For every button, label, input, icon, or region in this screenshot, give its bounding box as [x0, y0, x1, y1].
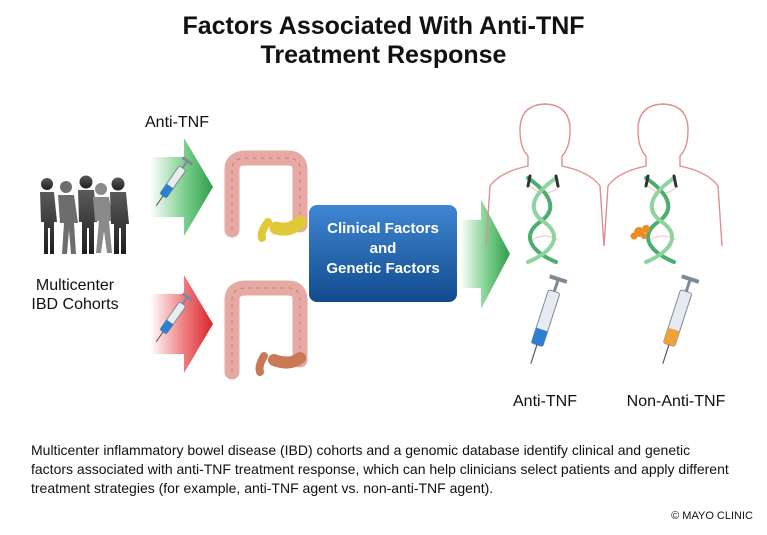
syringe-anti-tnf-icon — [530, 274, 568, 364]
nonresponse-arrow-red — [150, 275, 213, 373]
figure-caption: Multicenter inflammatory bowel disease (… — [31, 442, 729, 496]
dna-icon-right — [644, 174, 678, 264]
inflammation-spot-icon — [630, 225, 650, 240]
response-arrow-green — [150, 138, 213, 236]
top-arrow-label: Anti-TNF — [145, 114, 209, 131]
center-box-line-3: Genetic Factors — [326, 260, 440, 277]
title-line-2: Treatment Response — [260, 41, 507, 69]
syringe-icon-top — [155, 156, 194, 206]
center-box-line-2: and — [369, 240, 397, 257]
syringe-icon-bottom — [155, 292, 194, 342]
dna-icon-left — [526, 174, 560, 264]
outcome-non-anti-tnf-label: Non-Anti-TNF — [626, 393, 726, 410]
colon-responder-icon — [224, 150, 308, 242]
output-arrow-green — [460, 199, 510, 309]
cohorts-label: Multicenter IBD Cohorts — [20, 276, 130, 314]
title-line-1: Factors Associated With Anti-TNF — [182, 12, 585, 40]
patient-torso-nonresponder-icon — [603, 103, 723, 264]
center-box-line-1: Clinical Factors — [327, 220, 439, 237]
center-factors-box — [309, 205, 457, 302]
cohorts-label-line-1: Multicenter — [35, 277, 115, 294]
copyright-notice: © MAYO CLINIC — [671, 510, 753, 522]
syringe-non-anti-tnf-icon — [662, 274, 700, 364]
cohort-people-icon — [40, 175, 129, 254]
cohorts-label-line-2: IBD Cohorts — [31, 296, 119, 313]
center-box-label: Clinical Factors and Genetic Factors — [309, 219, 457, 279]
colon-nonresponder-icon — [224, 280, 308, 380]
page-title: Factors Associated With Anti-TNF Treatme… — [0, 12, 767, 70]
outcome-anti-tnf-label: Anti-TNF — [513, 393, 577, 410]
patient-torso-responder-icon — [485, 103, 605, 264]
